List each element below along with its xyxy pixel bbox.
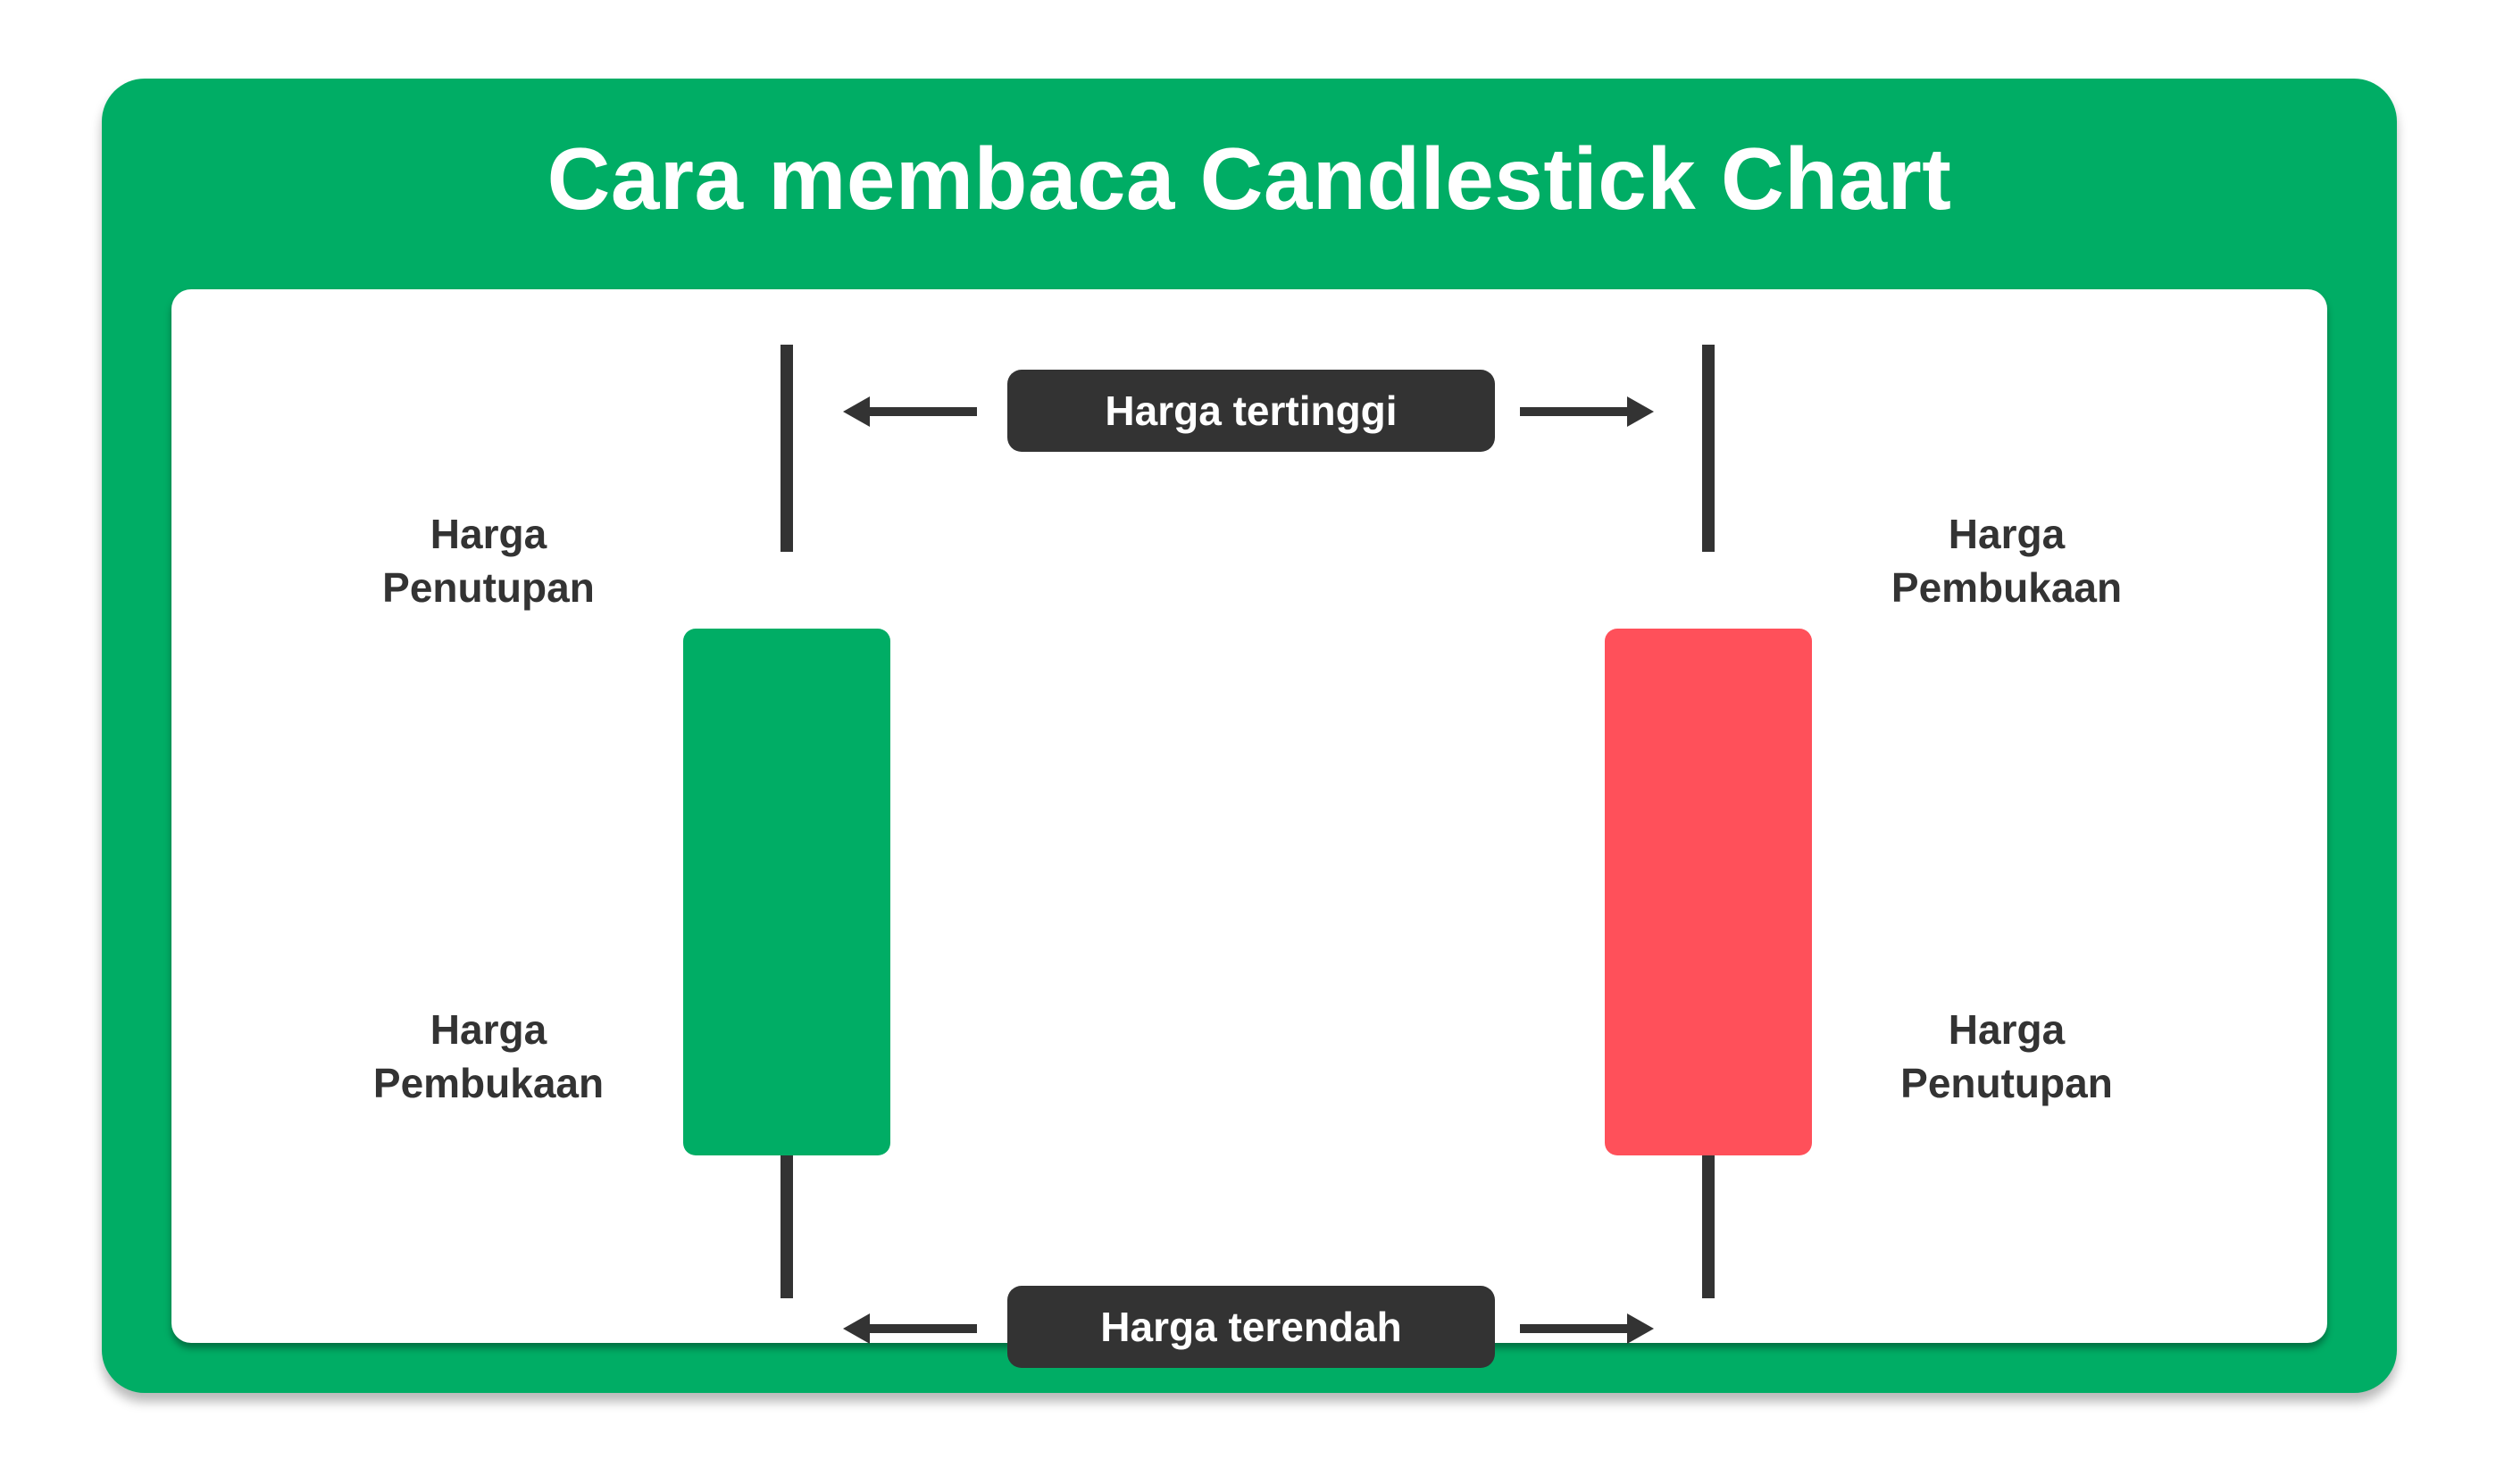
label-line: Harga <box>430 1006 547 1053</box>
label-line: Penutupan <box>382 564 595 611</box>
bullish-upper-wick <box>781 345 793 552</box>
label-line: Pembukaan <box>1891 564 2123 611</box>
diagram-panel: Harga tertinggi Harga terendah Harga Pen… <box>171 289 2327 1368</box>
bullish-open-label: Harga Pembukaan <box>310 1003 667 1110</box>
bullish-lower-wick <box>781 1155 793 1298</box>
label-line: Penutupan <box>1900 1060 2113 1106</box>
bearish-open-label: Harga Pembukaan <box>1828 507 2185 614</box>
label-line: Harga <box>1948 511 2066 557</box>
label-line: Harga <box>1948 1006 2066 1053</box>
bearish-close-label: Harga Penutupan <box>1828 1003 2185 1110</box>
arrow-right-icon <box>1520 1313 1654 1344</box>
label-line: Harga <box>430 511 547 557</box>
label-line: Pembukaan <box>372 1060 605 1106</box>
arrow-right-icon <box>1520 396 1654 427</box>
frame: Cara membaca Candlestick Chart Harga ter… <box>102 79 2397 1393</box>
arrow-left-icon <box>843 396 977 427</box>
bearish-candle-body <box>1605 629 1812 1155</box>
arrow-left-icon <box>843 1313 977 1344</box>
bearish-lower-wick <box>1702 1155 1715 1298</box>
bearish-upper-wick <box>1702 345 1715 552</box>
bullish-candle-body <box>683 629 890 1155</box>
bullish-close-label: Harga Penutupan <box>310 507 667 614</box>
highest-price-pill: Harga tertinggi <box>1007 370 1495 452</box>
lowest-price-pill: Harga terendah <box>1007 1286 1495 1368</box>
page-title: Cara membaca Candlestick Chart <box>547 129 1952 228</box>
